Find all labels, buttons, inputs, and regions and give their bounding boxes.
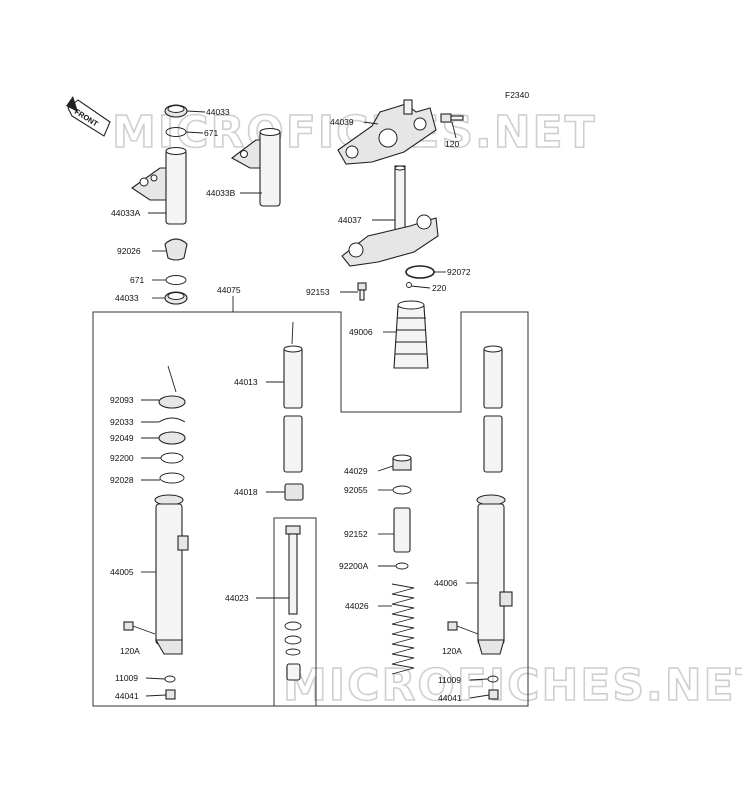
label-11009-right: 11009 — [438, 675, 461, 685]
label-44041-right: 44041 — [438, 693, 462, 703]
washer-92200A — [395, 562, 409, 570]
label-44037: 44037 — [338, 215, 362, 225]
screw-220 — [406, 282, 412, 288]
label-44018: 44018 — [234, 487, 258, 497]
bracket-44033B — [230, 128, 281, 207]
bolt-92153 — [357, 282, 367, 301]
label-671-bottom: 671 — [130, 275, 144, 285]
label-92200A: 92200A — [339, 561, 369, 571]
label-92152: 92152 — [344, 529, 368, 539]
bolt-120A-left — [123, 621, 156, 635]
label-92028: 92028 — [110, 475, 134, 485]
label-92072: 92072 — [447, 267, 471, 277]
label-44033B: 44033B — [206, 188, 236, 198]
spring-44026 — [391, 583, 415, 675]
label-220: 220 — [432, 283, 446, 293]
label-92026: 92026 — [117, 246, 141, 256]
outer-tube-44005 — [154, 494, 189, 655]
label-44006: 44006 — [434, 578, 458, 588]
label-49006: 49006 — [349, 327, 373, 337]
cap-44029 — [392, 454, 412, 471]
cap-92026 — [164, 238, 188, 261]
label-44041-left: 44041 — [115, 691, 139, 701]
oring-671-bottom — [165, 275, 187, 285]
bracket-44033A — [131, 147, 187, 225]
bolt-120A-right — [447, 621, 479, 635]
front-arrow-icon: FRONT — [66, 96, 111, 137]
washer-11009-left — [164, 675, 176, 683]
label-92033: 92033 — [110, 417, 134, 427]
collar-92152 — [393, 507, 411, 553]
seal-92093 — [158, 395, 186, 409]
label-44039: 44039 — [330, 117, 354, 127]
boot-49006 — [393, 300, 429, 369]
oring-92055 — [392, 485, 412, 495]
label-44026: 44026 — [345, 601, 369, 611]
label-11009-left: 11009 — [115, 673, 138, 683]
label-44033-top: 44033 — [206, 107, 230, 117]
label-92200: 92200 — [110, 453, 134, 463]
damper-frame — [273, 517, 317, 707]
label-44013: 44013 — [234, 377, 258, 387]
assembly-frame — [92, 311, 529, 707]
label-120A-left: 120A — [120, 646, 140, 656]
bolt-44041-left — [165, 689, 176, 700]
label-44033-bottom: 44033 — [115, 293, 139, 303]
bush-92028 — [159, 472, 185, 484]
label-671-top: 671 — [204, 128, 218, 138]
seal-92049 — [158, 431, 186, 445]
label-44033A: 44033A — [111, 208, 141, 218]
diagram-code: F2340 — [505, 90, 529, 100]
bolt-44041-right — [488, 689, 499, 700]
watermark-bottom: MICROFICHES.NET — [283, 660, 742, 711]
label-120A-right: 120A — [442, 646, 462, 656]
inner-tube-44013 — [283, 345, 303, 473]
upper-bracket-44039 — [337, 99, 437, 165]
outer-tube-44006 — [476, 494, 513, 655]
label-92093: 92093 — [110, 395, 134, 405]
clamp-92072 — [405, 265, 435, 279]
bolt-120 — [440, 113, 464, 123]
damper-44023 — [284, 525, 302, 681]
stem-bracket-44037 — [341, 165, 439, 267]
label-92049: 92049 — [110, 433, 134, 443]
label-120: 120 — [445, 139, 459, 149]
clip-92033 — [158, 417, 186, 423]
label-44075: 44075 — [217, 285, 241, 295]
label-92055: 92055 — [344, 485, 368, 495]
label-44029: 44029 — [344, 466, 368, 476]
inner-tube-right — [483, 345, 503, 473]
label-44023: 44023 — [225, 593, 249, 603]
label-44005: 44005 — [110, 567, 134, 577]
washer-92200 — [160, 452, 184, 464]
label-92153: 92153 — [306, 287, 330, 297]
bush-44018 — [284, 483, 304, 501]
